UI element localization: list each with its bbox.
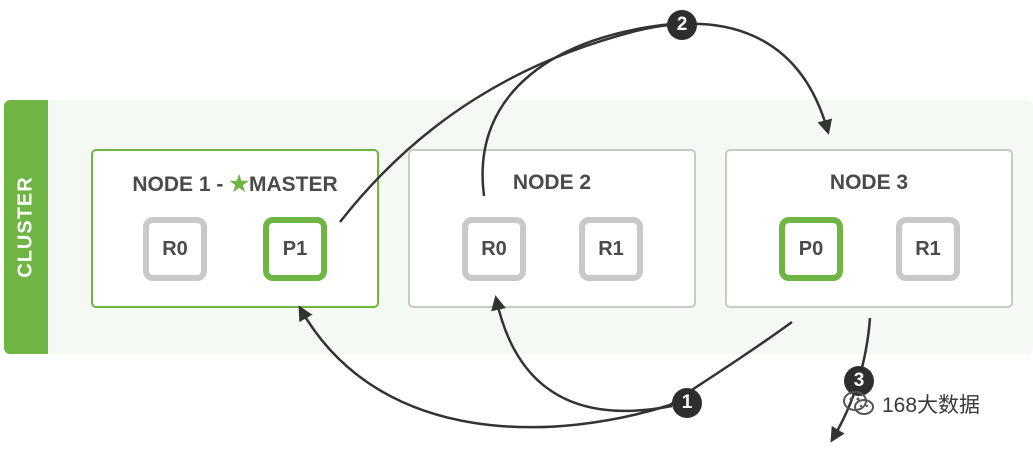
node-3-title: NODE 3	[829, 171, 909, 194]
node-1: NODE 1 - ★MASTER R0 P1	[91, 149, 379, 308]
arrow-node3-to-node2-r0	[491, 295, 673, 413]
step-1-badge: 1	[672, 388, 702, 418]
master-label: MASTER	[248, 173, 338, 196]
node-3: NODE 3 P0 R1	[725, 149, 1013, 308]
step-2-badge: 2	[667, 10, 697, 40]
star-icon: ★	[229, 171, 249, 196]
shard-label: R0	[162, 237, 188, 260]
node-1-title-text: NODE 1 -	[132, 173, 230, 196]
watermark: 168大数据	[842, 389, 980, 419]
step-number: 3	[853, 370, 865, 391]
step-3-badge: 3	[844, 366, 874, 396]
watermark-text: 168大数据	[882, 394, 981, 417]
shard-p0: P0	[779, 217, 843, 281]
shard-r0: R0	[462, 217, 526, 281]
wechat-icon	[843, 391, 874, 415]
shard-p1: P1	[263, 217, 327, 281]
arrow-node2-to-node3	[481, 22, 673, 197]
shard-label: R1	[915, 237, 941, 260]
cluster-sidebar	[4, 100, 48, 354]
node-2: NODE 2 R0 R1	[408, 149, 696, 308]
arrow-p1-to-node3	[339, 22, 833, 223]
shard-r0: R0	[143, 217, 207, 281]
arrow-node3-to-p1	[298, 305, 793, 429]
shard-label: P1	[282, 237, 308, 260]
shard-r1: R1	[896, 217, 960, 281]
node-1-title: NODE 1 - ★MASTER	[93, 171, 377, 197]
shard-label: R0	[481, 237, 507, 260]
node-2-title: NODE 2	[512, 171, 592, 194]
shard-label: P0	[798, 237, 824, 260]
shard-r1: R1	[579, 217, 643, 281]
step-number: 2	[676, 14, 688, 35]
shard-label: R1	[598, 237, 624, 260]
step-number: 1	[681, 392, 693, 413]
